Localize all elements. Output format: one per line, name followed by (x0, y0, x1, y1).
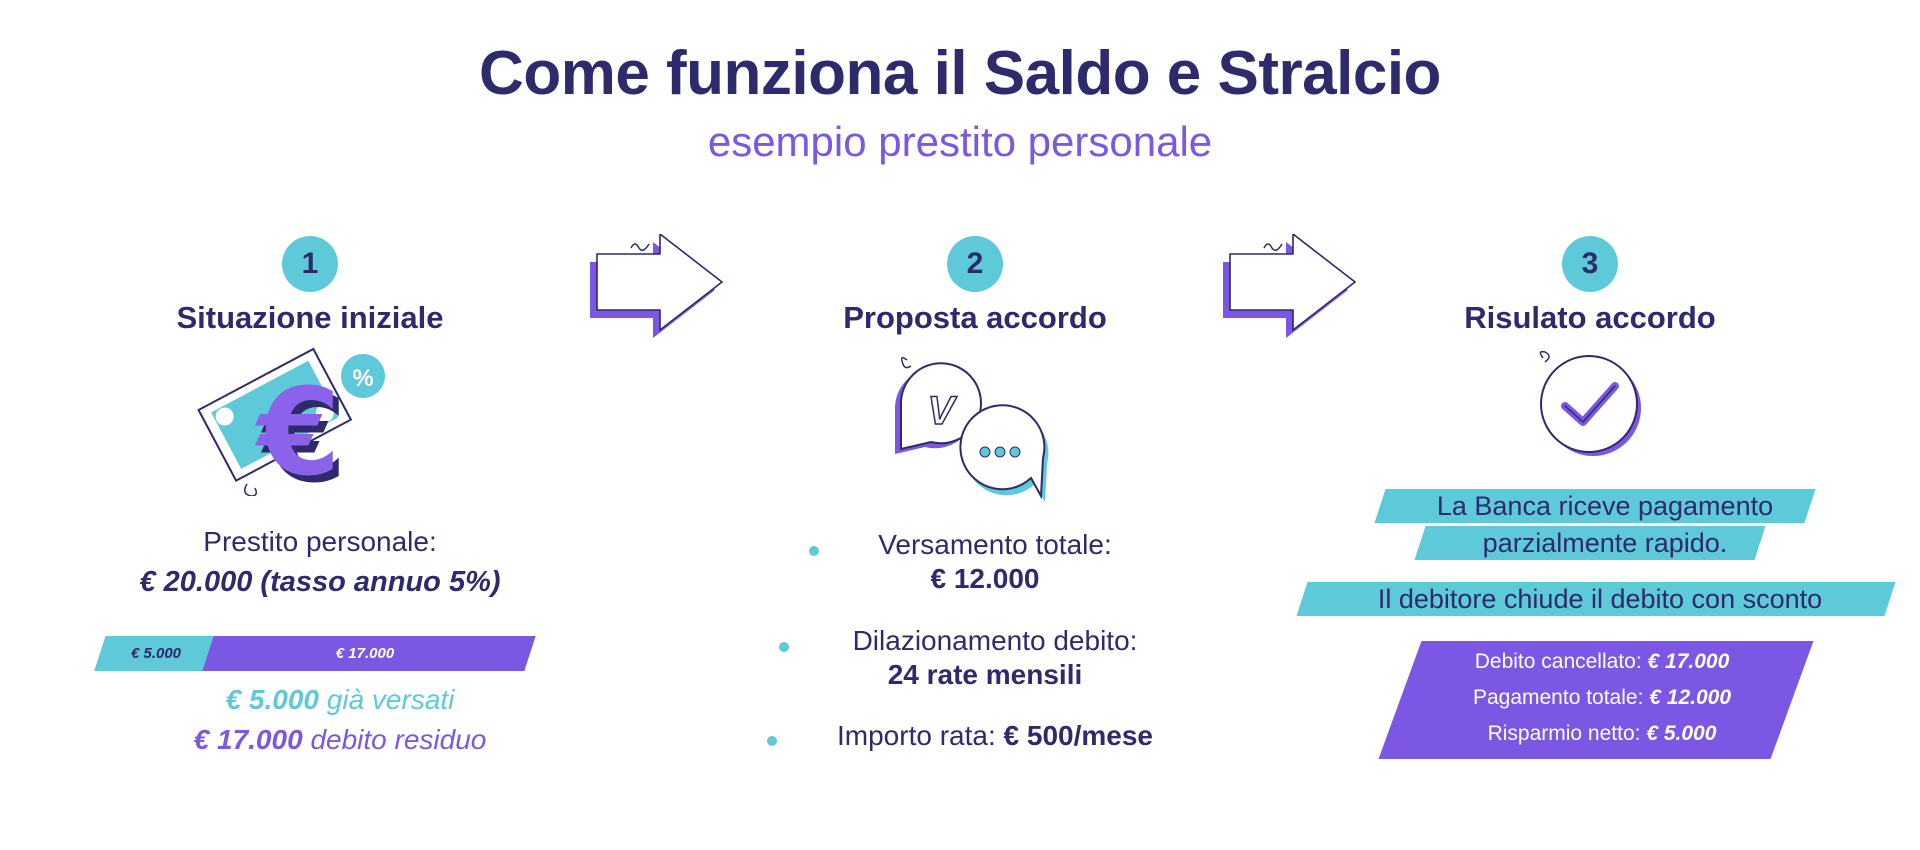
payment-progress-bar: € 5.000 € 17.000 (94, 636, 536, 671)
step-number: 3 (1562, 236, 1618, 292)
summary-label: Pagamento totale: (1472, 686, 1644, 709)
bullet-dot (809, 546, 819, 556)
installment-plan-label: Dilazionamento debito: (852, 625, 1138, 656)
paid-line: € 5.000 già versati (30, 684, 650, 716)
page-title: Come funziona il Saldo e Stralcio (479, 39, 1441, 108)
summary-label: Debito cancellato: (1474, 650, 1642, 673)
residual-text: debito residuo (310, 724, 487, 755)
installment-amount-value: € 500/mese (1003, 720, 1153, 751)
percent-badge: % (352, 365, 373, 392)
total-payment-value: € 12.000 (930, 563, 1040, 594)
residual-segment-label: € 17.000 (335, 645, 395, 662)
page-subtitle: esempio prestito personale (707, 118, 1213, 165)
summary-row-savings: Risparmio netto: € 5.000 (1292, 722, 1912, 746)
bullet-dot (767, 736, 777, 746)
residual-amount: € 17.000 (193, 724, 303, 755)
installment-amount-line: Importo rata: € 500/mese (685, 720, 1305, 752)
summary-value: € 12.000 (1649, 686, 1732, 709)
debtor-line: Il debitore chiude il debito con sconto (1377, 584, 1823, 614)
step-title: Situazione iniziale (176, 300, 444, 335)
svg-text:V: V (928, 389, 958, 433)
svg-text:€: € (254, 364, 341, 496)
arrow-right-icon (590, 234, 724, 338)
step-title: Risulato accordo (1464, 300, 1716, 335)
euro-banknote-icon: € € % (197, 347, 385, 496)
loan-value: € 20.000 (tasso annuo 5%) (139, 566, 501, 598)
summary-label: Risparmio netto: (1487, 722, 1641, 745)
chat-bubbles-icon: V (894, 357, 1049, 502)
installment-plan-value: 24 rate mensili (887, 659, 1083, 690)
step-title: Proposta accordo (843, 300, 1107, 335)
bank-line-1: La Banca riceve pagamento (1436, 491, 1774, 521)
installment-amount-label: Importo rata: (837, 720, 996, 751)
bank-line-2: parzialmente rapido. (1482, 528, 1728, 558)
paid-text: già versati (326, 684, 455, 715)
loan-label: Prestito personale: (203, 526, 437, 557)
summary-value: € 5.000 (1646, 722, 1717, 745)
total-payment-label: Versamento totale: (878, 529, 1112, 560)
summary-row-cancelled: Debito cancellato: € 17.000 (1292, 650, 1912, 674)
paid-amount: € 5.000 (225, 684, 319, 715)
paid-segment-label: € 5.000 (130, 645, 182, 662)
residual-line: € 17.000 debito residuo (30, 724, 650, 756)
step-number: 2 (947, 236, 1003, 292)
arrow-right-icon (1223, 234, 1357, 338)
summary-value: € 17.000 (1647, 650, 1730, 673)
summary-row-total: Pagamento totale: € 12.000 (1292, 686, 1912, 710)
svg-text:€: € (260, 371, 347, 496)
step-number: 1 (282, 236, 338, 292)
bullet-dot (779, 642, 789, 652)
checkmark-circle-icon (1539, 350, 1641, 456)
